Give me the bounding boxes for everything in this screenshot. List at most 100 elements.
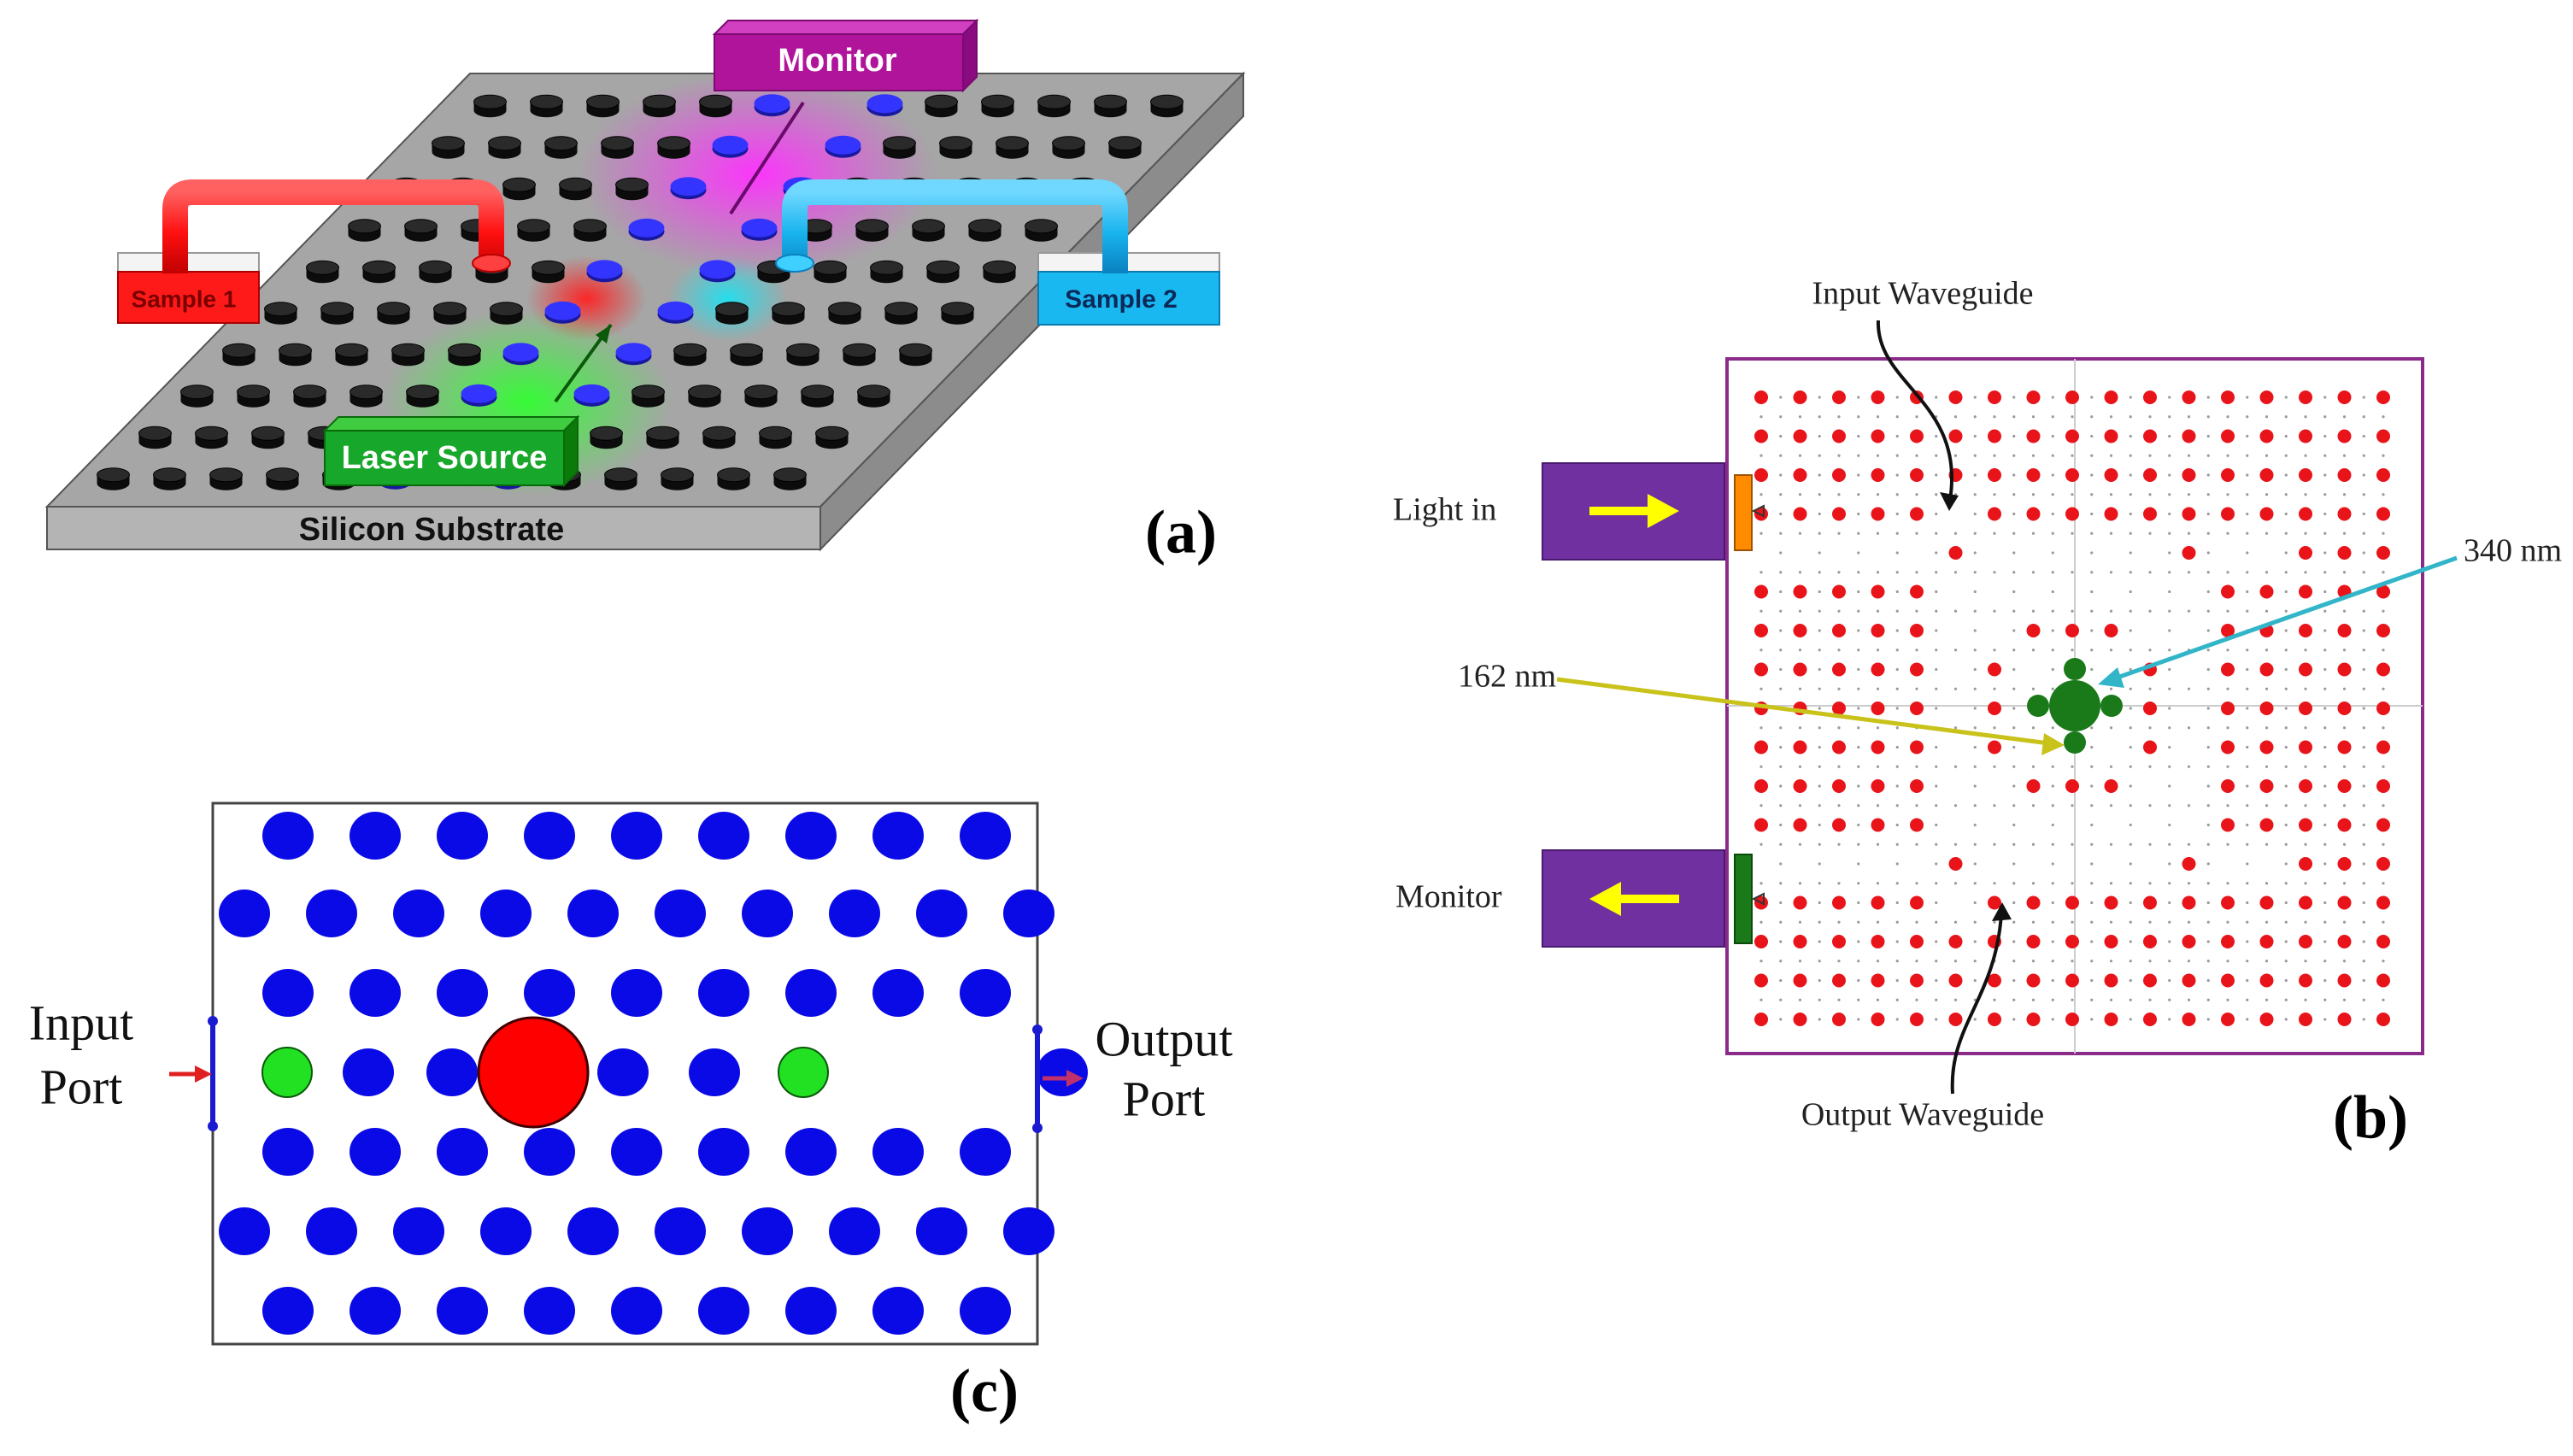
input-port-label-2: Port <box>40 1059 123 1114</box>
mesh-dot <box>2323 901 2327 905</box>
mesh-dot <box>1935 687 1938 690</box>
rod <box>916 889 967 937</box>
lattice-rod <box>2259 702 2274 715</box>
rod <box>404 219 438 234</box>
mesh-dot <box>1876 531 1880 535</box>
mesh-dot <box>2362 804 2365 807</box>
mesh-dot <box>2051 784 2054 788</box>
mesh-dot <box>1759 726 1763 730</box>
mesh-dot <box>2284 415 2288 419</box>
rod <box>941 302 974 317</box>
lattice-rod <box>1910 779 1924 793</box>
mesh-dot <box>2342 609 2347 613</box>
mesh-dot <box>1818 901 1821 905</box>
lattice-rod <box>2259 1013 2274 1026</box>
mesh-dot <box>1935 454 1938 457</box>
lattice-rod <box>1871 818 1885 832</box>
mesh-dot <box>2031 415 2035 419</box>
lattice-rod <box>1754 624 1768 637</box>
mesh-dot <box>2284 842 2288 846</box>
mesh-dot <box>1779 726 1783 730</box>
mesh-dot <box>2382 960 2385 963</box>
mesh-dot <box>1895 473 1899 477</box>
mesh-dot <box>1895 609 1899 613</box>
mesh-dot <box>2206 667 2210 672</box>
mesh-dot <box>2168 882 2171 885</box>
mesh-dot <box>2090 862 2094 866</box>
rod <box>567 1207 619 1255</box>
mesh-dot <box>2168 396 2171 399</box>
lattice-rod <box>1832 818 1846 832</box>
mesh-dot <box>2168 667 2171 672</box>
mesh-dot <box>1895 960 1899 963</box>
mesh-dot <box>2246 978 2249 983</box>
mesh-dot <box>2129 745 2132 749</box>
rod <box>590 426 623 441</box>
mesh-dot <box>1915 804 1918 807</box>
mesh-dot <box>2362 765 2365 768</box>
mesh-dot <box>2148 804 2152 807</box>
mesh-dot <box>2284 882 2288 885</box>
lattice-rod <box>1832 507 1846 521</box>
lattice-rod <box>2182 857 2196 871</box>
mesh-dot <box>2362 512 2365 516</box>
mesh-dot <box>1759 960 1763 963</box>
rod <box>559 177 592 192</box>
mesh-dot <box>1953 454 1958 457</box>
rod <box>138 426 172 441</box>
rod <box>419 260 452 275</box>
waveguide-rod <box>866 94 903 114</box>
rod <box>586 94 620 109</box>
mesh-dot <box>1857 609 1860 613</box>
mesh-dot <box>1818 687 1821 690</box>
light-in-label: Light in <box>1393 492 1496 528</box>
mesh-dot <box>1935 1018 1938 1021</box>
mesh-dot <box>2206 920 2210 924</box>
mesh-dot <box>2129 882 2132 885</box>
mesh-dot <box>1779 842 1783 846</box>
mesh-dot <box>2265 454 2269 457</box>
mesh-dot <box>1993 920 1996 924</box>
mesh-dot <box>1818 396 1821 399</box>
mesh-dot <box>2109 726 2113 730</box>
mesh-dot <box>2226 571 2229 574</box>
rod <box>884 302 918 317</box>
mesh-dot <box>1935 649 1938 652</box>
sample1-nozzle <box>472 254 511 273</box>
mesh-dot <box>1895 454 1899 457</box>
mesh-dot <box>2012 590 2016 594</box>
lattice-rod <box>1948 390 1963 404</box>
lattice-rod <box>2143 973 2157 988</box>
lattice-rod <box>1754 740 1768 754</box>
mesh-dot <box>2031 842 2035 846</box>
mesh-dot <box>1895 882 1899 885</box>
rod <box>1150 94 1184 109</box>
mesh-dot <box>1973 667 1977 672</box>
mesh-dot <box>2051 434 2054 438</box>
mesh-dot <box>1935 862 1938 866</box>
mesh-dot <box>2109 493 2113 496</box>
mesh-dot <box>2362 473 2365 477</box>
mesh-dot <box>2265 649 2269 652</box>
mesh-dot <box>2382 531 2385 535</box>
mesh-dot <box>2284 901 2288 905</box>
mesh-dot <box>2342 571 2347 574</box>
mesh-dot <box>2129 396 2132 399</box>
lattice-rod <box>2026 1013 2041 1026</box>
mesh-dot <box>1876 842 1880 846</box>
mesh-dot <box>2012 901 2016 905</box>
mesh-dot <box>1798 531 1802 535</box>
mesh-dot <box>2342 454 2347 457</box>
rod <box>433 302 467 317</box>
lattice-rod <box>1910 507 1924 521</box>
mesh-dot <box>2284 707 2288 710</box>
lattice-rod <box>1832 390 1846 404</box>
mesh-dot <box>1759 920 1763 924</box>
mesh-dot <box>2342 765 2347 768</box>
lattice-rod <box>1832 935 1846 948</box>
lattice-rod <box>1832 740 1846 754</box>
mesh-dot <box>2304 687 2307 690</box>
mesh-dot <box>2187 454 2191 457</box>
lattice-rod <box>1832 973 1846 988</box>
mesh-dot <box>2129 629 2132 632</box>
